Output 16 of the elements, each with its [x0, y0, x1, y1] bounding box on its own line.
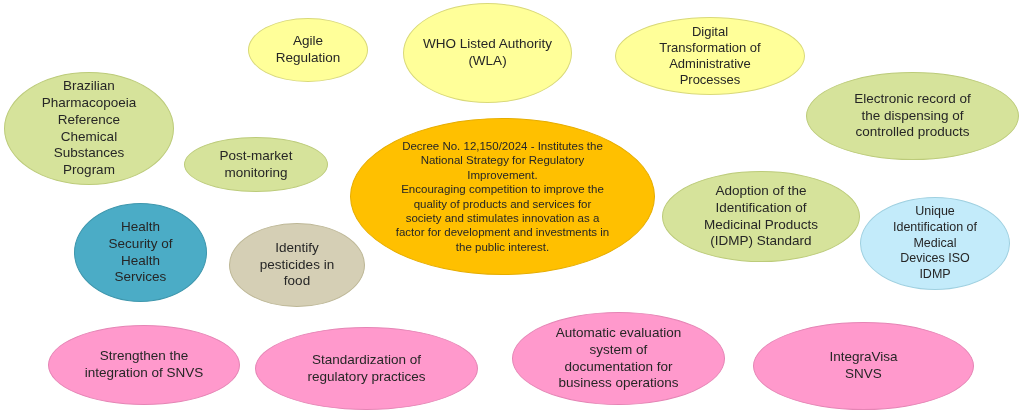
topic-label: Digital Transformation of Administrative Processes [658, 23, 762, 89]
topic-label: Unique Identification of Medical Devices ISO IDMP [892, 204, 978, 283]
topic-label: Automatic evaluation system of documentation for business operations [554, 324, 683, 393]
topic-label: Standardization of regulatory practices [306, 351, 427, 386]
topic-label: Post-market monitoring [218, 147, 294, 182]
topic-label: Decree No. 12,150/2024 - Institutes the National Strategy for Regulatory Improvement. [401, 139, 604, 183]
topic-label: WHO Listed Authority (WLA) [422, 36, 553, 70]
topic-label: Identify pesticides in food [258, 239, 336, 291]
topic-label: Health Security of Health Services [107, 218, 174, 287]
topic-label: Adoption of the Identification of Medicinal Products (IDMP) Standard [702, 182, 820, 251]
topic-label: Strengthen the integration of SNVS [83, 348, 205, 382]
topic-label: Encouraging competition to improve the quality of products and services for society and stimulates innovation as a factor for development and investments in the public interest. [395, 182, 610, 254]
topic-label: Agile Regulation [274, 33, 342, 67]
topic-label: Brazilian Pharmacopoeia Reference Chemical Substances Program [40, 77, 138, 180]
topic-label: Electronic record of the dispensing of controlled products [853, 90, 972, 142]
topic-label: IntegraVisa SNVS [828, 349, 899, 383]
